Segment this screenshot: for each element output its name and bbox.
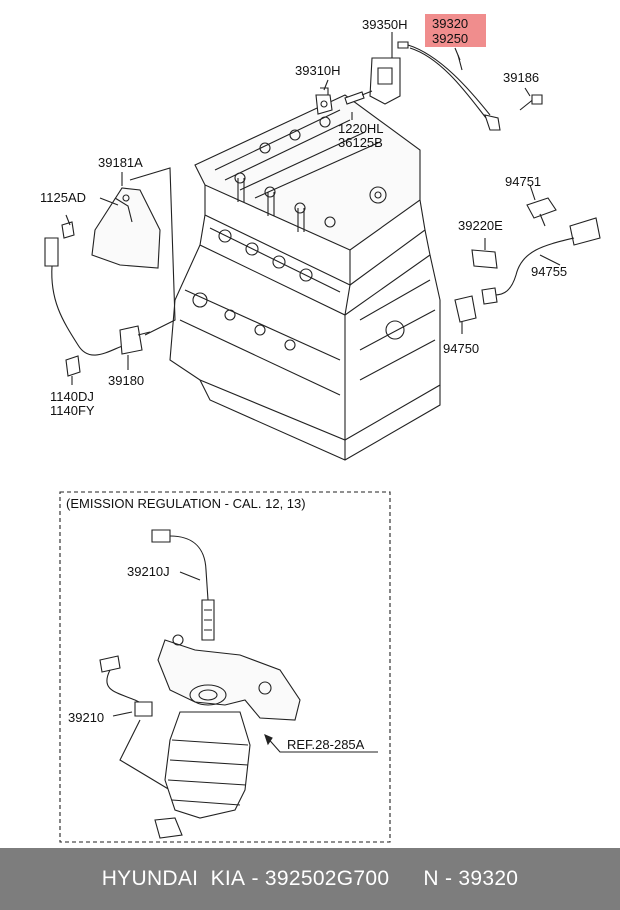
footer-part-number: 392502G700 [264, 867, 390, 890]
label-36125B: 36125B [338, 135, 383, 150]
crank-sensor-39180 [44, 237, 151, 356]
engine-assembly-drawing [169, 94, 441, 461]
bolt-1220HL [344, 90, 373, 105]
cam-sensor-39310H [315, 87, 333, 115]
label-1140DJ: 1140DJ [50, 389, 94, 404]
label-1220HL: 1220HL [338, 121, 384, 136]
parts-diagram [44, 32, 601, 843]
oxygen-sensor-39210J [151, 529, 215, 641]
emission-regulation-box [59, 491, 391, 843]
bolt-1125AD [61, 214, 75, 239]
part-number-footer: HYUNDAI KIA - 392502G700 N - 39320 [0, 848, 620, 910]
label-39320[interactable]: 39320 [432, 16, 469, 31]
label-39310H: 39310H [295, 63, 341, 78]
label-39181A: 39181A [98, 155, 143, 170]
sensor-39220E [471, 238, 498, 269]
bolt-1140DJ [65, 355, 81, 385]
label-39250[interactable]: 39250 [432, 31, 469, 46]
bolt-39186 [519, 94, 543, 111]
label-39220E: 39220E [458, 218, 503, 233]
exhaust-manifold-catalyst [154, 634, 301, 839]
label-39186: 39186 [503, 70, 540, 85]
oil-pressure-switch-94750 [454, 295, 477, 334]
crank-sensor-cover-39181A [91, 187, 161, 269]
part-highlight [425, 14, 486, 47]
label-94750: 94750 [443, 341, 480, 356]
footer-position: N - 39320 [423, 867, 519, 890]
footer-separator: - [245, 867, 265, 890]
label-39210J: 39210J [127, 564, 170, 579]
label-39210: 39210 [68, 710, 105, 725]
camshaft-sensor-39320 [397, 41, 501, 131]
label-39180: 39180 [108, 373, 145, 388]
label-1140FY: 1140FY [50, 403, 95, 418]
label-94755: 94755 [531, 264, 568, 279]
label-94751: 94751 [505, 174, 542, 189]
label-ref-28-285A: REF.28-285A [287, 737, 365, 752]
oxygen-sensor-39210 [99, 655, 153, 717]
label-39350H: 39350H [362, 17, 408, 32]
footer-brand: HYUNDAI KIA [101, 867, 246, 890]
emission-box-title: (EMISSION REGULATION - CAL. 12, 13) [66, 496, 306, 511]
label-1125AD: 1125AD [40, 190, 87, 205]
harness-94755 [481, 197, 601, 305]
bracket-39350H [369, 57, 401, 105]
